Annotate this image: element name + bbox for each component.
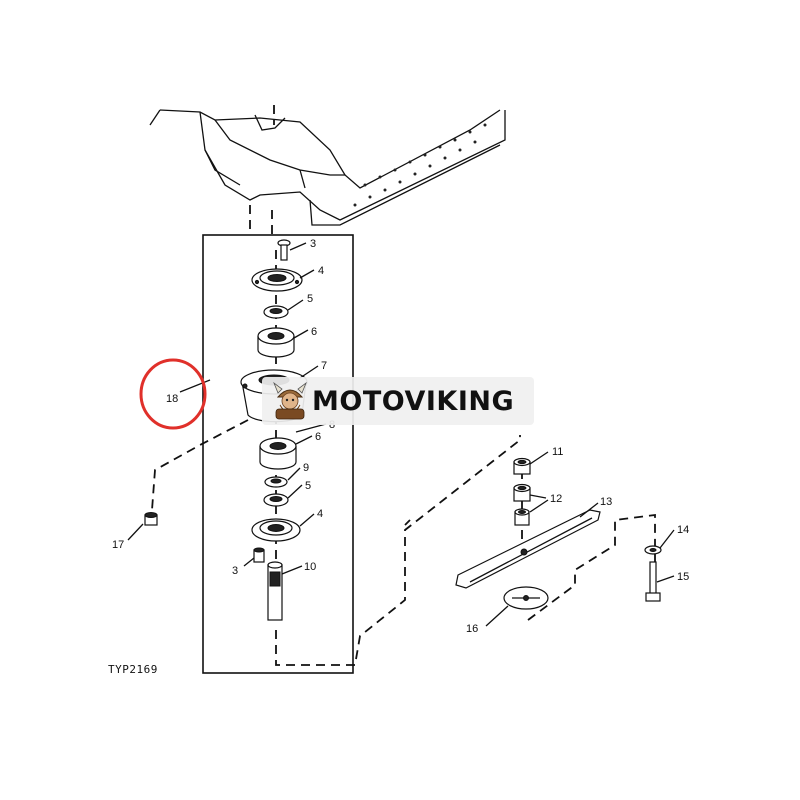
callout-16: 16 — [466, 623, 478, 635]
part-16-washer — [503, 586, 549, 610]
callout-8: 8 — [329, 419, 335, 431]
callout-leaders — [127, 242, 675, 627]
watermark-text: MOTOVIKING — [312, 385, 515, 417]
callout-15: 15 — [677, 571, 689, 583]
callout-3-bottom: 3 — [232, 565, 238, 577]
callout-5-top: 5 — [307, 293, 313, 305]
part-3-nut-bottom — [253, 547, 265, 563]
part-9-spacer — [264, 476, 288, 488]
part-5-seal-bottom — [263, 493, 289, 507]
part-12-spacer-lower — [514, 508, 530, 526]
spindle-parts — [240, 239, 308, 621]
callout-10: 10 — [304, 561, 316, 573]
exploded-view-frame — [202, 234, 354, 674]
part-11-bushing — [513, 457, 531, 475]
callout-11: 11 — [552, 446, 563, 458]
part-4-flange-top — [251, 268, 303, 292]
part-5-seal-top — [263, 305, 289, 319]
callout-4-top: 4 — [318, 265, 324, 277]
callout-6-top: 6 — [311, 326, 317, 338]
callout-7: 7 — [321, 360, 327, 372]
part-10-shaft — [267, 561, 283, 621]
viking-mascot-icon — [273, 381, 307, 420]
part-17-nut — [144, 512, 158, 526]
part-12-spacer-upper — [513, 483, 531, 502]
callout-9: 9 — [303, 462, 309, 474]
part-6-bearing-bottom — [259, 437, 297, 470]
callout-4-bottom: 4 — [317, 508, 323, 520]
callout-labels: 3 4 5 6 7 8 6 9 5 4 3 10 11 12 13 14 15 … — [108, 238, 689, 676]
part-15-bolt — [645, 561, 661, 602]
callout-18: 18 — [166, 393, 178, 405]
callout-14: 14 — [677, 524, 689, 536]
part-3-bolt-top — [277, 239, 291, 261]
callout-3-top: 3 — [310, 238, 316, 250]
mower-deck-frame — [149, 109, 506, 226]
highlight-circle — [139, 358, 207, 430]
figure-code: TYP2169 — [108, 663, 158, 676]
callout-5-bottom: 5 — [305, 480, 311, 492]
blade-parts — [144, 457, 662, 610]
callout-12: 12 — [550, 493, 562, 505]
part-14-nut — [644, 545, 662, 555]
part-6-bearing-top — [257, 327, 295, 358]
watermark-banner: MOTOVIKING — [262, 377, 534, 425]
callout-6-bottom: 6 — [315, 431, 321, 443]
callout-13: 13 — [600, 496, 612, 508]
callout-17: 17 — [112, 539, 124, 551]
part-4-flange-bottom — [251, 518, 301, 542]
